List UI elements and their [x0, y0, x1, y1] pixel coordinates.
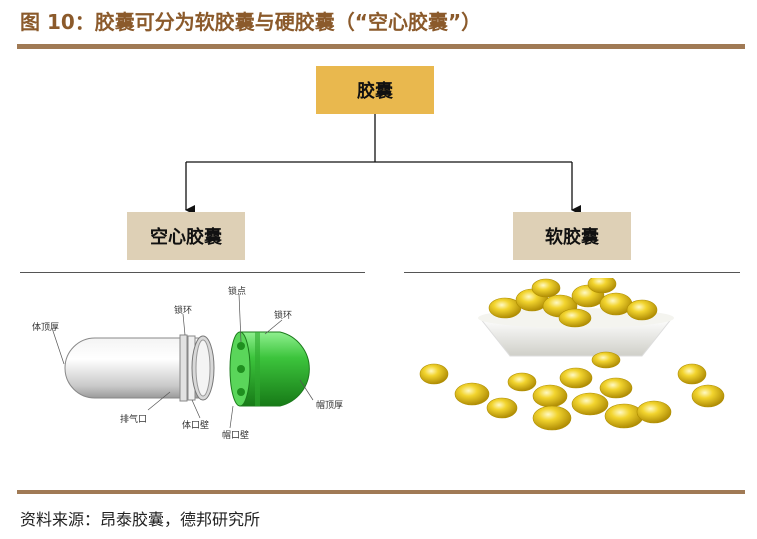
bottom-rule	[17, 490, 745, 494]
hard-capsule-illustration	[51, 293, 314, 429]
label-lock-point: 锁点	[228, 287, 247, 297]
label-cap-top-thickness: 帽顶厚	[316, 401, 344, 411]
root-node: 胶囊	[316, 66, 434, 114]
soft-capsule-label: 软胶囊	[545, 227, 599, 248]
softgel-illustration	[419, 278, 725, 431]
label-body-top-thickness: 体顶厚	[32, 323, 60, 333]
top-rule	[17, 44, 745, 49]
hard-capsule-node: 空心胶囊	[127, 212, 245, 260]
right-divider	[404, 272, 740, 273]
label-vent: 排气口	[120, 415, 148, 425]
hard-capsule-label: 空心胶囊	[150, 227, 222, 248]
figure-title: 图 10：胶囊可分为软胶囊与硬胶囊（“空心胶囊”）	[20, 10, 482, 34]
label-lock-ring-1: 锁环	[174, 306, 193, 316]
label-body-wall: 体口壁	[182, 421, 210, 431]
label-lock-ring-2: 锁环	[274, 311, 293, 321]
left-divider	[20, 272, 365, 273]
root-node-label: 胶囊	[357, 81, 393, 102]
label-cap-wall: 帽口壁	[222, 431, 250, 441]
figure-source: 资料来源：昂泰胶囊，德邦研究所	[20, 510, 261, 529]
soft-capsule-node: 软胶囊	[513, 212, 631, 260]
